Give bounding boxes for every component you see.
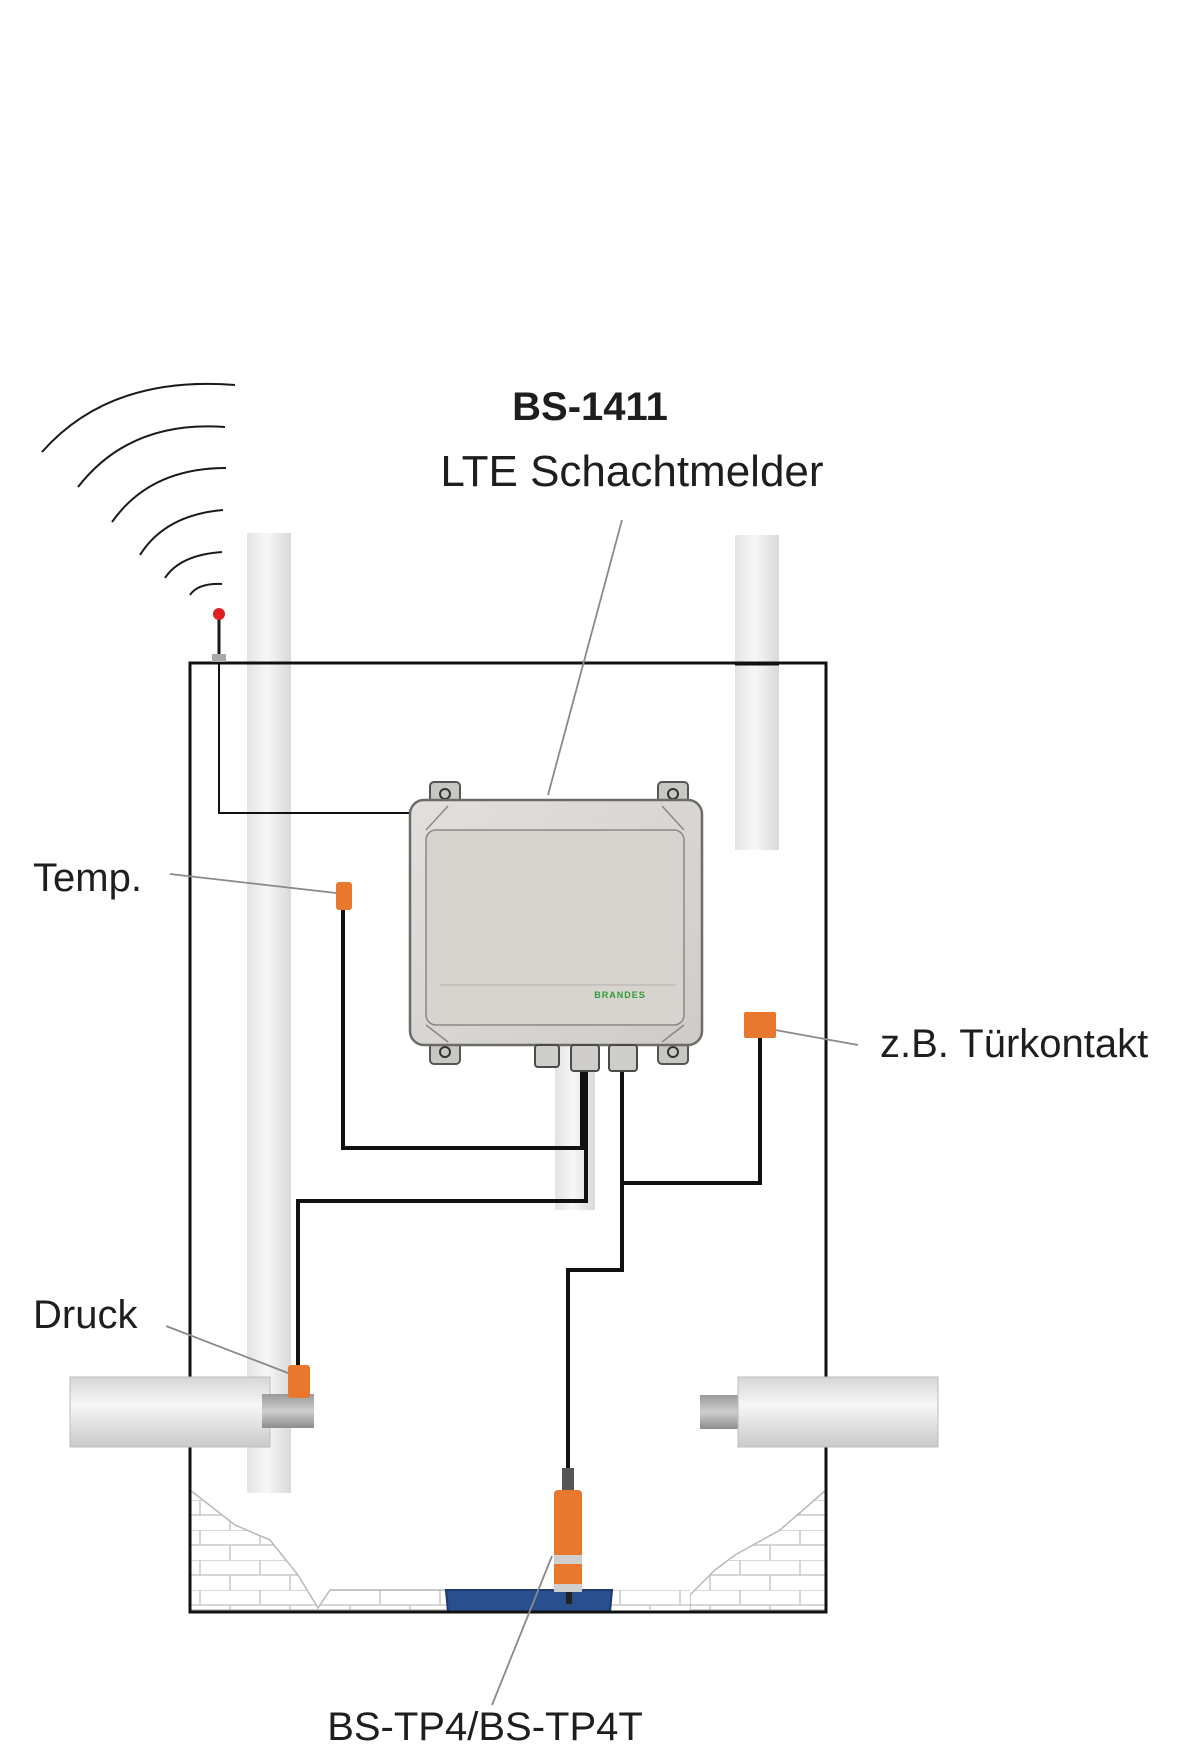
radio-waves-icon xyxy=(41,382,236,596)
door-contact-sensor xyxy=(744,1012,776,1038)
shaft-floor xyxy=(189,1488,827,1611)
water-channel xyxy=(444,1589,614,1613)
level-probe-label: BS-TP4/BS-TP4T xyxy=(327,1705,643,1748)
vertical-pipe-left xyxy=(247,533,291,1493)
antenna-cable xyxy=(218,662,412,814)
leader-lines xyxy=(165,519,859,1706)
sensor-cables xyxy=(296,905,762,1470)
horizontal-pipe-right xyxy=(700,1376,939,1448)
device-model-label: BS-1411 xyxy=(512,385,668,429)
door-contact-label: z.B. Türkontakt xyxy=(880,1022,1148,1066)
shaft-outline xyxy=(188,661,828,1614)
temperature-sensor xyxy=(336,882,352,910)
pressure-label: Druck xyxy=(33,1293,138,1337)
temperature-label: Temp. xyxy=(33,856,142,900)
pressure-sensor xyxy=(288,1365,310,1398)
antenna-icon xyxy=(212,608,226,662)
vertical-pipe-right xyxy=(735,535,779,850)
device-name-label: LTE Schachtmelder xyxy=(440,447,823,496)
brand-logo: BRANDES xyxy=(594,990,646,1000)
horizontal-pipe-left xyxy=(69,1376,314,1448)
bs-1411-enclosure: BRANDES xyxy=(408,781,704,1072)
level-probe xyxy=(554,1468,582,1604)
